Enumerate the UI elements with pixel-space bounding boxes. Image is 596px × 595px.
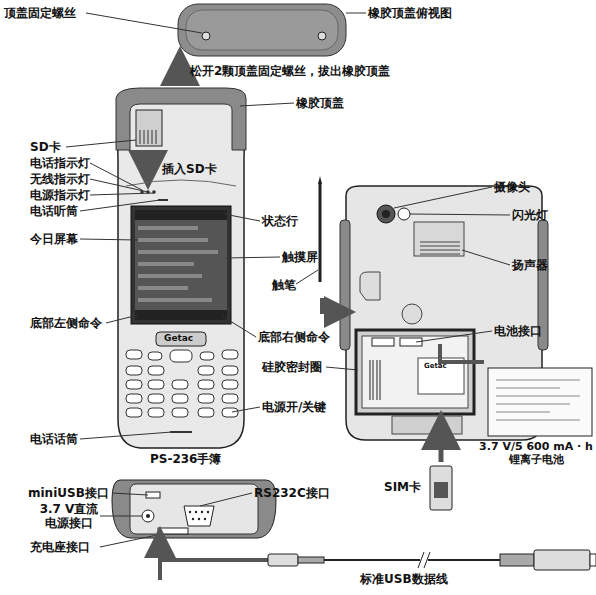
part-label: 今日屏幕 [30,232,78,246]
part-label: 充电座接口 [30,540,90,554]
part-label: 标准USB数据线 [360,572,448,586]
part-label: 3.7 V/5 600 mA · h 锂离子电池 [478,440,594,466]
part-label: 底部左侧命令 [30,316,102,330]
part-label: SIM卡 [384,480,421,494]
part-label: 触笔 [272,278,296,292]
part-label: PS-236手簿 [150,452,221,466]
part-label: 摄像头 [494,180,530,194]
part-label: miniUSB接口 [28,486,109,500]
brand-logo: Getac [424,362,447,371]
part-label: 触摸屏 [282,250,318,264]
part-label: 硅胶密封圈 [262,360,322,374]
part-label: 闪光灯 [512,208,548,222]
part-label: 橡胶顶盖 [296,96,344,110]
view-title: 橡胶顶盖俯视图 [368,6,452,20]
instruction-text: 松开2颗顶盖固定螺丝，拔出橡胶顶盖 [190,64,390,78]
part-label: 电源指示灯 [30,188,90,202]
part-label: 扬声器 [512,258,548,272]
part-label: 顶盖固定螺丝 [4,6,76,20]
part-label: 电池接口 [494,324,542,338]
part-label: 无线指示灯 [30,172,90,186]
brand-logo: Getac [164,333,193,344]
bottom-view [100,480,596,580]
part-label: RS232C接口 [254,486,330,500]
part-label: 电话话筒 [30,432,78,446]
part-label: 插入SD卡 [162,162,217,176]
part-label: 电源开/关键 [262,400,326,414]
part-label: 底部右侧命令 [258,330,330,344]
part-label: 状态行 [262,214,298,228]
part-label: 电话指示灯 [30,156,90,170]
front-device [66,88,294,448]
part-label: SD卡 [30,140,61,154]
part-label: 3.7 V直流 电源接口 [36,502,102,530]
part-label: 电话听筒 [30,204,78,218]
